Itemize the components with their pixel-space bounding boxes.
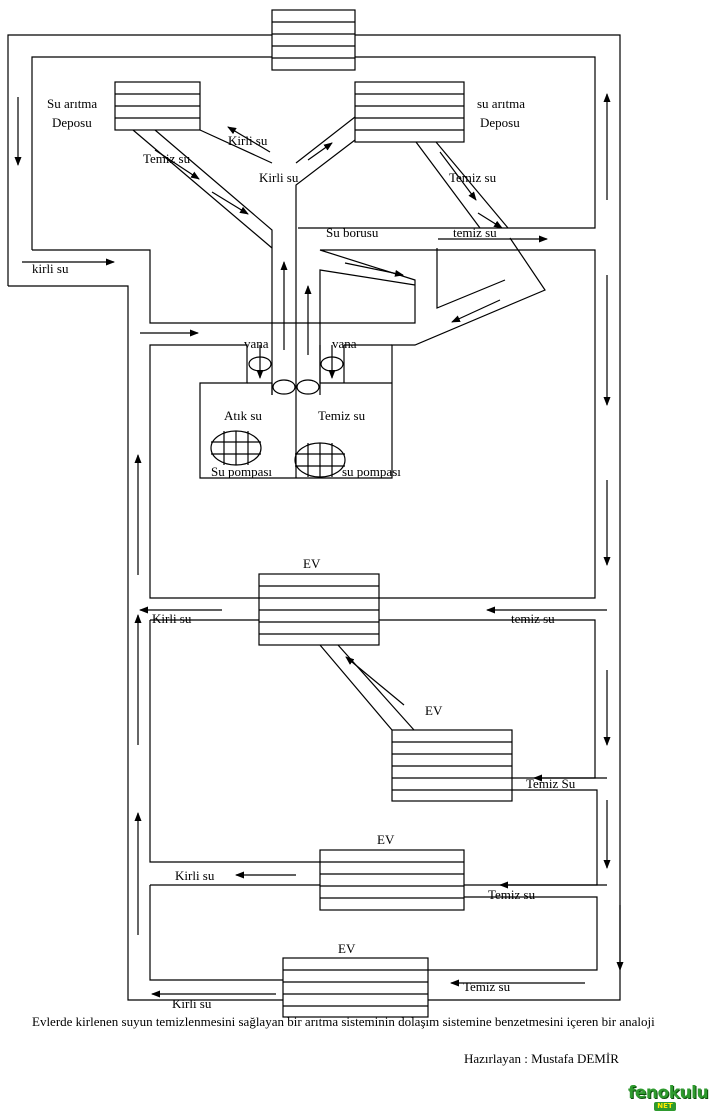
- label-water-pipe: Su borusu: [326, 225, 379, 240]
- label-house-4: EV: [338, 941, 356, 956]
- author-credit: Hazırlayan : Mustafa DEMİR: [464, 1051, 619, 1066]
- label-clean-water-pipe: temiz su: [453, 225, 497, 240]
- label-house-2: EV: [425, 703, 443, 718]
- label-valve-left: vana: [244, 336, 269, 351]
- label-pump-left: Su pompası: [211, 464, 272, 479]
- label-waste-water: Atık su: [224, 408, 262, 423]
- pump-right: [294, 442, 346, 478]
- pump-left: [210, 430, 262, 466]
- label-house-1: EV: [303, 556, 321, 571]
- label-clean-water-house-1: temiz su: [511, 611, 555, 626]
- label-dirty-water-house-4: Kirli su: [172, 996, 212, 1011]
- label-clean-water-house-2: Temiz Su: [526, 776, 576, 791]
- treatment-tank-left: [114, 81, 201, 131]
- label-house-3: EV: [377, 832, 395, 847]
- label-dirty-water-house-3: Kirli su: [175, 868, 215, 883]
- top-house-box: [271, 9, 356, 71]
- outer-loop-pipe: [7, 34, 621, 1001]
- diagram-labels: Su arıtma Deposu su arıtma Deposu Kirli …: [32, 96, 576, 1011]
- house-4-box: [282, 957, 429, 1018]
- diagram-caption: Evlerde kirlenen suyun temizlenmesini sa…: [32, 1014, 655, 1029]
- house-3-box: [319, 849, 465, 911]
- treatment-pipes: [132, 116, 509, 731]
- logo-subtext: NET: [654, 1102, 676, 1111]
- label-dirty-water-center: Kirli su: [259, 170, 299, 185]
- label-right-tank-line2: Deposu: [480, 115, 520, 130]
- label-clean-water-house-4: Temiz su: [463, 979, 511, 994]
- label-clean-water-right: Temiz su: [449, 170, 497, 185]
- label-clean-water-house-3: Temiz su: [488, 887, 536, 902]
- label-left-tank-line1: Su arıtma: [47, 96, 97, 111]
- label-dirty-water-house-1: Kirli su: [152, 611, 192, 626]
- flow-arrows: [14, 93, 624, 998]
- label-right-tank-line1: su arıtma: [477, 96, 525, 111]
- house-2-box: [391, 729, 513, 802]
- label-valve-right: vana: [332, 336, 357, 351]
- logo-text: fenokulu: [628, 1083, 709, 1103]
- fenokulu-logo: fenokulu NET: [628, 1083, 709, 1114]
- label-clean-water-left: Temiz su: [143, 151, 191, 166]
- house-1-box: [258, 573, 380, 646]
- label-dirty-water-top: Kirli su: [228, 133, 268, 148]
- treatment-tank-right: [354, 81, 465, 143]
- label-clean-water-tank: Temiz su: [318, 408, 366, 423]
- label-pump-right: su pompası: [342, 464, 401, 479]
- label-left-tank-line2: Deposu: [52, 115, 92, 130]
- label-dirty-water-outer: kirli su: [32, 261, 69, 276]
